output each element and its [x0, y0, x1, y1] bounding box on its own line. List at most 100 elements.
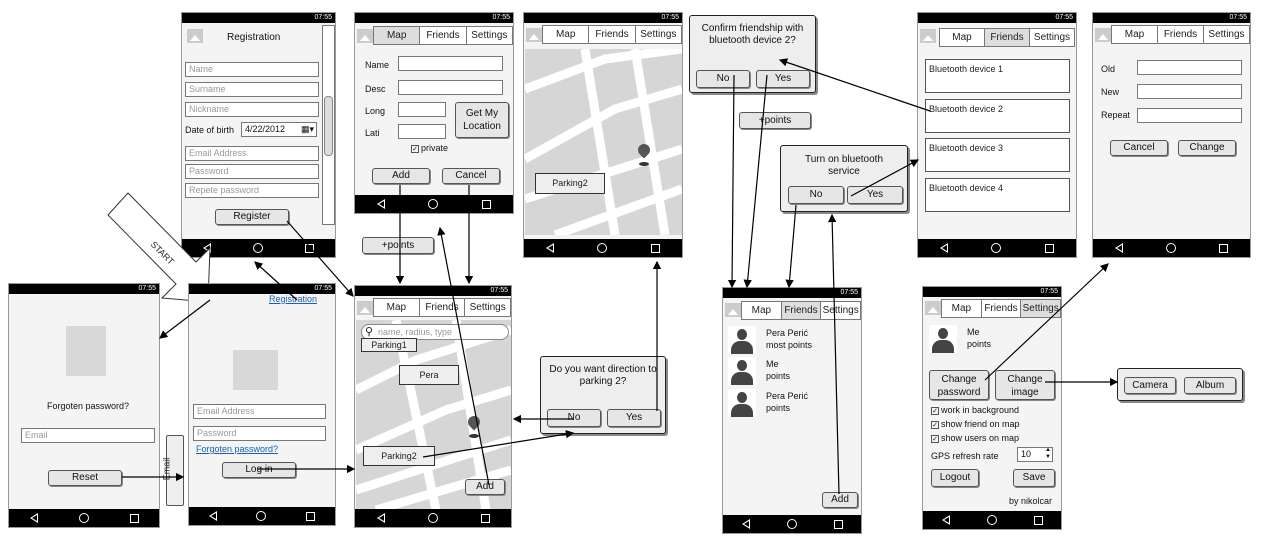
back-icon[interactable] [376, 513, 385, 523]
parking2-marker[interactable]: Parking2 [363, 446, 435, 466]
gps-refresh-stepper[interactable]: 10 ▲▼ [1017, 447, 1053, 462]
save-button[interactable]: Save [1013, 469, 1055, 487]
tab-friends[interactable]: Friends [420, 27, 467, 44]
map-view[interactable] [525, 49, 682, 235]
friends-add-button[interactable]: Add [822, 492, 858, 508]
tab-map[interactable]: Map [1112, 26, 1158, 43]
register-button[interactable]: Register [215, 209, 289, 225]
tab-settings[interactable]: Settings [1033, 32, 1071, 43]
login-button[interactable]: Log in [222, 462, 296, 478]
old-password-field[interactable] [1137, 60, 1242, 75]
tab-settings[interactable]: Settings [822, 305, 859, 316]
pera-marker[interactable]: Pera [399, 365, 459, 385]
logout-button[interactable]: Logout [931, 469, 979, 487]
scroll-thumb[interactable] [324, 96, 333, 156]
home-icon[interactable] [256, 511, 267, 521]
show-friend-checkbox[interactable]: ✓show friend on map [931, 419, 1020, 429]
new-password-field[interactable] [1137, 84, 1242, 99]
tab-friends[interactable]: Friends [1158, 26, 1204, 43]
recents-icon[interactable] [1033, 515, 1043, 525]
recents-icon[interactable] [482, 199, 492, 209]
direction-yes-button[interactable]: Yes [607, 409, 661, 427]
recents-icon[interactable] [1219, 243, 1229, 253]
lati-field[interactable] [398, 124, 446, 139]
change-image-button[interactable]: Change image [995, 370, 1055, 400]
bluetooth-yes-button[interactable]: Yes [847, 186, 903, 204]
surname-field[interactable]: Surname [185, 82, 319, 97]
home-icon[interactable] [428, 199, 439, 209]
tab-map[interactable]: Map [374, 299, 420, 316]
recents-icon[interactable] [305, 243, 314, 253]
confirm-no-button[interactable]: No [696, 70, 750, 88]
confirm-yes-button[interactable]: Yes [756, 70, 810, 88]
home-icon[interactable] [786, 519, 797, 529]
show-users-checkbox[interactable]: ✓show users on map [931, 433, 1019, 443]
tab-map[interactable]: Map [543, 26, 590, 43]
map-pin-icon[interactable] [465, 413, 483, 438]
recents-icon[interactable] [651, 243, 661, 253]
scrollbar[interactable] [322, 25, 335, 225]
bluetooth-device-item[interactable]: Bluetooth device 3 [925, 138, 1070, 172]
camera-button[interactable]: Camera [1124, 377, 1176, 394]
login-email-field[interactable]: Email Address [193, 404, 326, 419]
back-icon[interactable] [741, 519, 750, 529]
password-field[interactable]: Password [185, 164, 319, 179]
calendar-icon[interactable]: ▦▾ [300, 124, 314, 134]
login-password-field[interactable]: Password [193, 426, 326, 441]
tab-friends[interactable]: Friends [420, 299, 466, 316]
tab-friends[interactable]: Friends [589, 26, 636, 43]
nickname-field[interactable]: Nickname [185, 102, 319, 117]
change-button[interactable]: Change [1178, 140, 1236, 156]
change-password-button[interactable]: Change password [929, 370, 989, 400]
tab-settings[interactable]: Settings [1021, 300, 1061, 317]
tab-settings[interactable]: Settings [1208, 29, 1245, 40]
back-icon[interactable] [208, 511, 217, 521]
map-add-button[interactable]: Add [465, 479, 505, 495]
tab-map[interactable]: Map [374, 27, 421, 44]
back-icon[interactable] [376, 199, 385, 209]
parking1-marker[interactable]: Parking1 [361, 338, 417, 352]
bluetooth-device-item[interactable]: Bluetooth device 2 [925, 99, 1070, 133]
tab-friends[interactable]: Friends [985, 29, 1030, 46]
name-field[interactable]: Name [185, 62, 319, 77]
back-icon[interactable] [545, 243, 554, 253]
home-icon[interactable] [427, 513, 438, 523]
tab-settings[interactable]: Settings [469, 302, 506, 313]
home-icon[interactable] [78, 513, 89, 523]
desc-field[interactable] [398, 80, 503, 95]
bluetooth-device-item[interactable]: Bluetooth device 4 [925, 178, 1070, 212]
home-icon[interactable] [597, 243, 608, 253]
forgot-password-link[interactable]: Forgoten password? [196, 444, 279, 454]
tab-map[interactable]: Map [940, 29, 985, 46]
recents-icon[interactable] [306, 511, 316, 521]
cancel-button[interactable]: Cancel [442, 168, 500, 184]
tab-settings[interactable]: Settings [471, 30, 508, 41]
home-icon[interactable] [253, 243, 263, 253]
map-pin-icon[interactable] [635, 141, 653, 166]
stepper-arrows-icon[interactable]: ▲▼ [1045, 447, 1051, 460]
tab-friends[interactable]: Friends [982, 300, 1022, 317]
long-field[interactable] [398, 102, 446, 117]
tab-friends[interactable]: Friends [781, 302, 822, 319]
home-icon[interactable] [991, 243, 1002, 253]
registration-link[interactable]: Registration [269, 294, 318, 304]
cancel-button[interactable]: Cancel [1110, 140, 1168, 156]
tab-settings[interactable]: Settings [640, 29, 677, 40]
direction-no-button[interactable]: No [547, 409, 601, 427]
work-background-checkbox[interactable]: ✓work in background [931, 405, 1019, 415]
back-icon[interactable] [29, 513, 38, 523]
get-location-button[interactable]: Get My Location [455, 102, 509, 138]
dob-picker[interactable]: 4/22/2012 ▦▾ [241, 122, 317, 137]
album-button[interactable]: Album [1184, 377, 1236, 394]
recents-icon[interactable] [833, 519, 843, 529]
repeat-password-field[interactable]: Repete password [185, 183, 319, 198]
back-icon[interactable] [941, 515, 950, 525]
recents-icon[interactable] [129, 513, 139, 523]
tab-map[interactable]: Map [942, 300, 982, 317]
recents-icon[interactable] [1045, 243, 1055, 253]
home-icon[interactable] [1165, 243, 1176, 253]
add-button[interactable]: Add [372, 168, 430, 184]
bluetooth-no-button[interactable]: No [788, 186, 844, 204]
back-icon[interactable] [939, 243, 948, 253]
parking2-marker[interactable]: Parking2 [535, 173, 605, 194]
